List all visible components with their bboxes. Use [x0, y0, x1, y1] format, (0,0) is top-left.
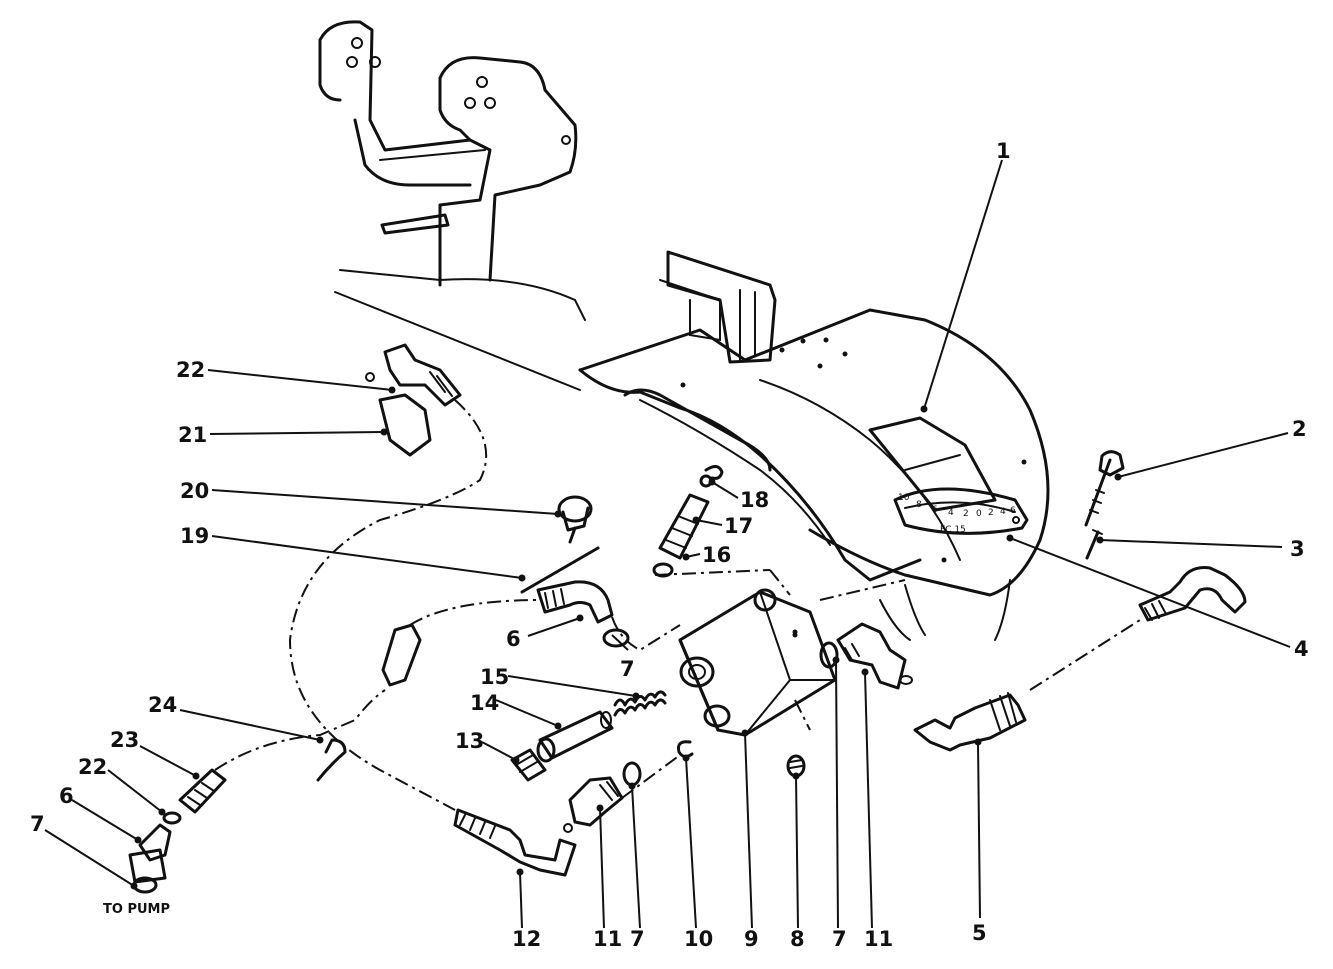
callout-7: 7 — [620, 657, 635, 681]
callout-7: 7 — [832, 927, 847, 951]
hydraulic-hoses — [214, 399, 906, 811]
callout-1: 1 — [996, 139, 1011, 163]
tee-fitting — [365, 343, 462, 457]
callout-8: 8 — [790, 927, 805, 951]
scale-mark: 0 — [976, 509, 982, 519]
scale-mark: 4 — [1000, 507, 1006, 517]
callout-2: 2 — [1292, 417, 1307, 441]
to-pump-label: TO PUMP — [103, 902, 170, 917]
upright-post — [659, 250, 777, 364]
valve-body — [678, 588, 837, 737]
elbow-fitting-right — [819, 622, 913, 690]
callout-6: 6 — [506, 627, 521, 651]
elbow-fitting-upper — [381, 580, 614, 687]
hose-clamp — [316, 738, 347, 782]
hose-assembly-right — [913, 566, 1247, 752]
callout-7: 7 — [30, 812, 45, 836]
scale-mark: 10 — [898, 493, 910, 503]
o-ring — [602, 628, 630, 648]
callout-18: 18 — [740, 488, 769, 512]
indicator-scale-plate: 10 8 6 4 2 0 2 4 6 FC 15 — [893, 487, 1029, 535]
callout-24: 24 — [148, 693, 177, 717]
callout-9: 9 — [744, 927, 759, 951]
callout-3: 3 — [1290, 537, 1305, 561]
piston-spring-group — [510, 690, 667, 782]
mounting-bracket — [318, 20, 578, 287]
rod — [520, 546, 600, 594]
callout-7: 7 — [630, 927, 645, 951]
callout-16: 16 — [702, 543, 731, 567]
pump-fittings — [128, 768, 227, 894]
callout-4: 4 — [1294, 637, 1309, 661]
callout-19: 19 — [180, 524, 209, 548]
callout-17: 17 — [724, 514, 753, 538]
hose-end-lower — [453, 808, 577, 877]
callout-22: 22 — [78, 755, 107, 779]
callout-11: 11 — [593, 927, 622, 951]
scale-mark: 6 — [932, 505, 938, 515]
control-knob — [557, 495, 593, 544]
callout-labels: 1 2 3 4 5 6 6 7 7 7 7 8 9 10 11 11 12 13… — [30, 139, 1309, 951]
scale-mark: 4 — [948, 508, 954, 518]
callout-5: 5 — [972, 921, 987, 945]
bolt — [1084, 450, 1125, 527]
scale-mark: 6 — [1010, 506, 1016, 516]
elbow-fitting-lower — [568, 776, 624, 827]
callout-20: 20 — [180, 479, 209, 503]
callout-14: 14 — [470, 691, 499, 715]
callout-15: 15 — [480, 665, 509, 689]
scale-mark: 2 — [988, 508, 994, 518]
callout-11: 11 — [864, 927, 893, 951]
callout-leaders — [44, 159, 1291, 929]
callout-6: 6 — [59, 784, 74, 808]
o-ring — [622, 761, 642, 787]
callout-10: 10 — [684, 927, 713, 951]
main-frame-housing — [334, 269, 1050, 641]
snap-ring — [677, 740, 694, 759]
scale-mark: 2 — [963, 509, 969, 519]
callout-12: 12 — [512, 927, 541, 951]
roll-pin — [1085, 529, 1103, 560]
callout-13: 13 — [455, 729, 484, 753]
callout-21: 21 — [178, 423, 207, 447]
callout-22: 22 — [176, 358, 205, 382]
scale-mark: 8 — [916, 500, 922, 510]
callout-23: 23 — [110, 728, 139, 752]
scale-label: FC 15 — [940, 525, 966, 535]
